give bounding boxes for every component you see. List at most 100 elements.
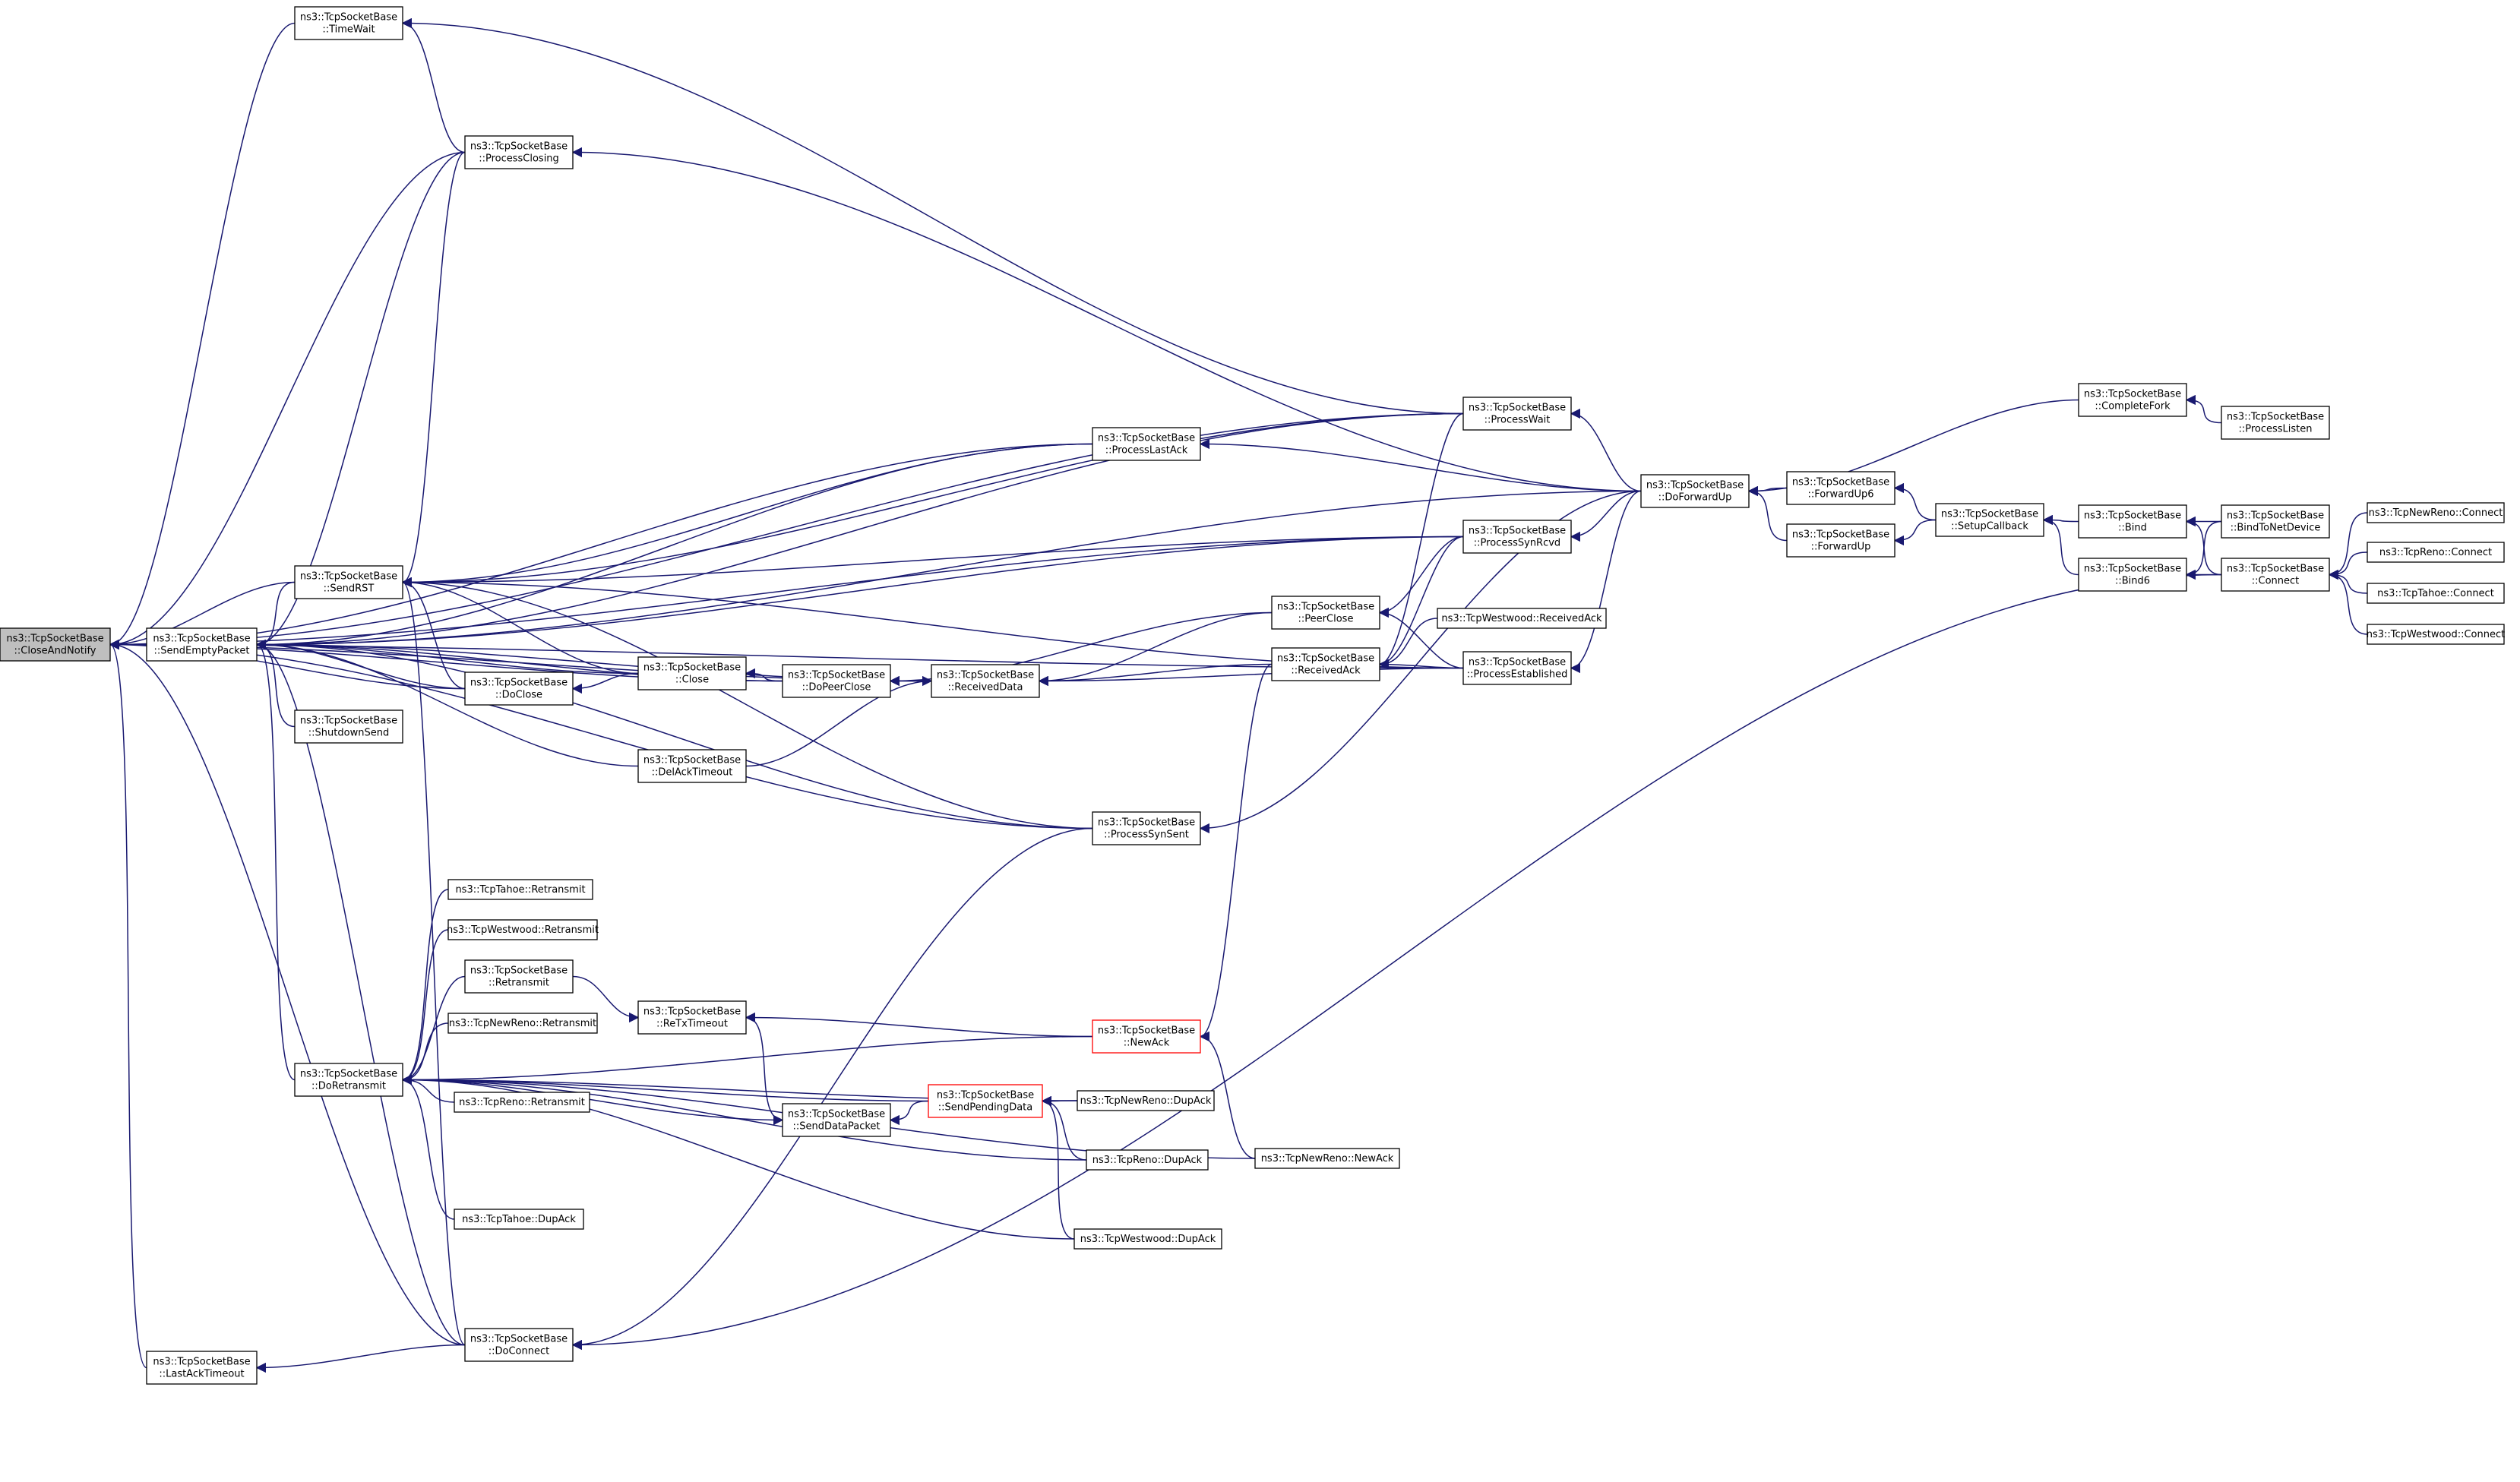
node-box xyxy=(294,6,403,40)
call-edge xyxy=(1199,1031,1256,1159)
graph-node[interactable]: ns3::TcpSocketBase::SetupCallback xyxy=(1935,503,2044,537)
node-label: ::DoPeerClose xyxy=(802,682,871,694)
graph-node[interactable]: ns3::TcpReno::Retransmit xyxy=(454,1092,590,1113)
node-label: ns3::TcpNewReno::NewAck xyxy=(1261,1153,1394,1164)
node-label: ::BindToNetDevice xyxy=(2231,523,2321,534)
call-edge xyxy=(1893,482,1937,521)
call-edge xyxy=(401,17,466,153)
node-box xyxy=(782,1103,891,1137)
graph-node[interactable]: ns3::TcpSocketBase::SendEmptyPacket xyxy=(146,627,258,662)
call-edge xyxy=(745,668,783,682)
graph-node[interactable]: ns3::TcpSocketBase::ProcessEstablished xyxy=(1462,651,1572,685)
node-label: ::SetupCallback xyxy=(1951,521,2028,532)
node-box xyxy=(294,1063,403,1097)
node-label: ns3::TcpSocketBase xyxy=(1792,477,1889,488)
graph-node[interactable]: ns3::TcpWestwood::ReceivedAck xyxy=(1437,608,1607,629)
node-label: ns3::TcpSocketBase xyxy=(2227,412,2324,423)
node-box xyxy=(2078,558,2187,592)
graph-node[interactable]: ns3::TcpSocketBase::CloseAndNotify xyxy=(0,627,111,662)
call-edge xyxy=(1378,536,1464,670)
graph-node[interactable]: ns3::TcpSocketBase::Bind xyxy=(2078,504,2187,539)
node-box xyxy=(294,709,403,744)
graph-node[interactable]: ns3::TcpWestwood::Connect xyxy=(2367,624,2505,645)
node-label: ::DoClose xyxy=(495,690,542,701)
graph-node[interactable]: ns3::TcpSocketBase::ReceivedData xyxy=(931,664,1040,698)
graph-node[interactable]: ns3::TcpNewReno::NewAck xyxy=(1254,1148,1400,1169)
graph-node[interactable]: ns3::TcpSocketBase::ProcessLastAck xyxy=(1092,427,1201,461)
graph-node[interactable]: ns3::TcpSocketBase::ProcessSynSent xyxy=(1092,811,1201,845)
graph-node[interactable]: ns3::TcpSocketBase::SendRST xyxy=(294,565,403,599)
graph-node[interactable]: ns3::TcpNewReno::Connect xyxy=(2367,502,2505,523)
graph-node[interactable]: ns3::TcpReno::DupAck xyxy=(1086,1149,1209,1171)
graph-node[interactable]: ns3::TcpSocketBase::SendPendingData xyxy=(928,1084,1043,1118)
node-box xyxy=(2078,504,2187,539)
node-label: ::DoRetransmit xyxy=(311,1081,386,1092)
node-label: ns3::TcpSocketBase xyxy=(1469,657,1566,668)
graph-node[interactable]: ns3::TcpSocketBase::DelAckTimeout xyxy=(637,749,747,783)
node-label: ns3::TcpReno::DupAck xyxy=(1092,1155,1203,1166)
call-edge xyxy=(1041,1095,1075,1240)
graph-node[interactable]: ns3::TcpTahoe::Retransmit xyxy=(447,879,593,900)
graph-node[interactable]: ns3::TcpWestwood::DupAck xyxy=(1073,1228,1222,1250)
node-box xyxy=(1092,1019,1201,1054)
call-edge xyxy=(2328,569,2368,635)
call-edge xyxy=(401,1022,449,1085)
graph-node[interactable]: ns3::TcpReno::Connect xyxy=(2367,542,2505,563)
graph-node[interactable]: ns3::TcpSocketBase::DoClose xyxy=(464,671,574,706)
node-box xyxy=(1092,811,1201,845)
node-label: ::ProcessLastAck xyxy=(1105,445,1188,457)
graph-node[interactable]: ns3::TcpSocketBase::ReTxTimeout xyxy=(637,1000,747,1035)
node-box xyxy=(2367,583,2505,604)
graph-node[interactable]: ns3::TcpSocketBase::TimeWait xyxy=(294,6,403,40)
graph-node[interactable]: ns3::TcpSocketBase::Close xyxy=(637,656,747,690)
graph-node[interactable]: ns3::TcpSocketBase::PeerClose xyxy=(1271,596,1380,630)
call-edge xyxy=(401,443,1093,588)
graph-node[interactable]: ns3::TcpSocketBase::ShutdownSend xyxy=(294,709,403,744)
call-edge xyxy=(401,929,449,1085)
call-edge xyxy=(255,536,1464,650)
graph-node[interactable]: ns3::TcpSocketBase::LastAckTimeout xyxy=(146,1351,258,1385)
call-edge xyxy=(401,1074,783,1121)
graph-node[interactable]: ns3::TcpSocketBase::NewAck xyxy=(1092,1019,1201,1054)
node-label: ns3::TcpSocketBase xyxy=(1277,602,1374,613)
call-edge xyxy=(2328,551,2368,580)
graph-node[interactable]: ns3::TcpSocketBase::ProcessListen xyxy=(2221,406,2330,440)
graph-node[interactable]: ns3::TcpTahoe::DupAck xyxy=(454,1209,584,1230)
call-edge xyxy=(109,536,1464,650)
call-edge xyxy=(255,1344,466,1373)
graph-node[interactable]: ns3::TcpSocketBase::Retransmit xyxy=(464,959,574,994)
graph-node[interactable]: ns3::TcpSocketBase::SendDataPacket xyxy=(782,1103,891,1137)
graph-node[interactable]: ns3::TcpSocketBase::DoPeerClose xyxy=(782,664,891,698)
call-edge xyxy=(255,639,296,728)
call-edge xyxy=(401,1074,1087,1161)
graph-node[interactable]: ns3::TcpSocketBase::ReceivedAck xyxy=(1271,647,1380,681)
call-edge xyxy=(571,672,639,694)
graph-node[interactable]: ns3::TcpSocketBase::Bind6 xyxy=(2078,558,2187,592)
graph-node[interactable]: ns3::TcpSocketBase::Connect xyxy=(2221,558,2330,592)
graph-node[interactable]: ns3::TcpSocketBase::ProcessClosing xyxy=(464,135,574,169)
node-label: ::ShutdownSend xyxy=(308,728,389,739)
graph-node[interactable]: ns3::TcpNewReno::Retransmit xyxy=(447,1013,598,1034)
graph-node[interactable]: ns3::TcpNewReno::DupAck xyxy=(1077,1090,1215,1111)
call-edge xyxy=(255,639,639,767)
call-edge xyxy=(109,581,296,650)
node-box xyxy=(1271,596,1380,630)
call-edge xyxy=(572,975,640,1023)
call-edge xyxy=(109,639,466,1346)
graph-node[interactable]: ns3::TcpSocketBase::DoConnect xyxy=(464,1328,574,1362)
graph-node[interactable]: ns3::TcpSocketBase::DoRetransmit xyxy=(294,1063,403,1097)
graph-node[interactable]: ns3::TcpTahoe::Connect xyxy=(2367,583,2505,604)
call-edge xyxy=(109,443,1093,650)
graph-node[interactable]: ns3::TcpSocketBase::ForwardUp6 xyxy=(1786,471,1896,505)
graph-node[interactable]: ns3::TcpSocketBase::ProcessWait xyxy=(1462,397,1572,431)
call-edge xyxy=(1378,659,1464,670)
graph-node[interactable]: ns3::TcpSocketBase::CompleteFork xyxy=(2078,383,2187,417)
graph-node[interactable]: ns3::TcpSocketBase::BindToNetDevice xyxy=(2221,504,2330,539)
graph-node[interactable]: ns3::TcpSocketBase::ForwardUp xyxy=(1786,523,1896,558)
node-label: ns3::TcpReno::Connect xyxy=(2379,547,2492,558)
node-box xyxy=(454,1209,584,1230)
graph-node[interactable]: ns3::TcpSocketBase::DoForwardUp xyxy=(1640,474,1750,508)
graph-node[interactable]: ns3::TcpSocketBase::ProcessSynRcvd xyxy=(1462,520,1572,554)
graph-node[interactable]: ns3::TcpWestwood::Retransmit xyxy=(447,919,599,940)
node-box xyxy=(2367,502,2505,523)
